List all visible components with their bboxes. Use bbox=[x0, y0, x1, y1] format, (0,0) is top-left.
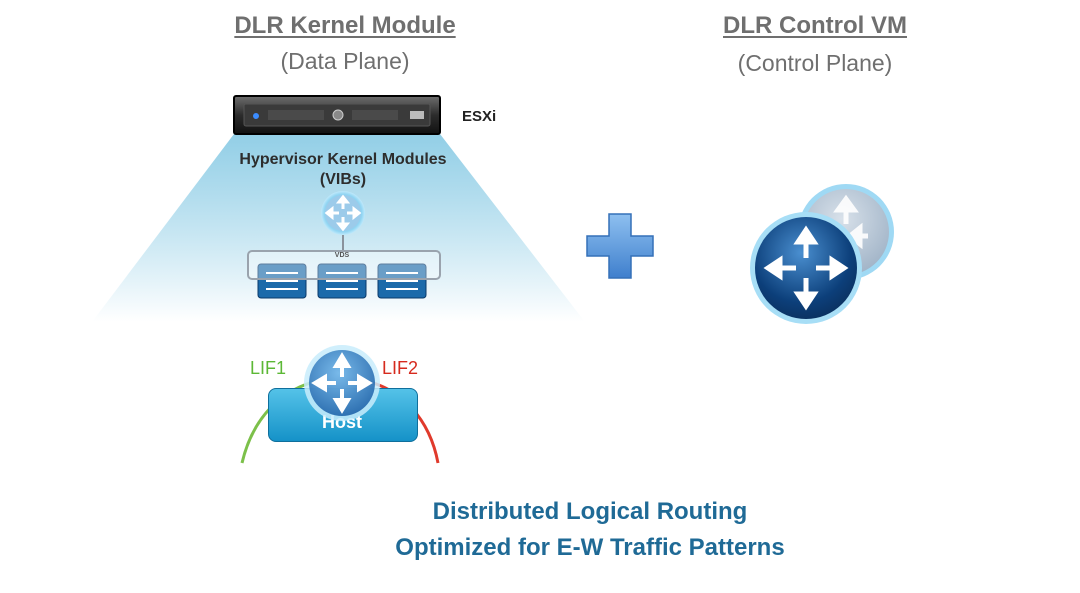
host-router-icon bbox=[304, 345, 380, 421]
server-icon bbox=[233, 95, 441, 135]
control-vm-title: DLR Control VM bbox=[723, 12, 907, 39]
kernel-router-icon bbox=[321, 191, 365, 235]
control-plane-subtitle: (Control Plane) bbox=[737, 50, 893, 76]
footer-line-2: Optimized for E-W Traffic Patterns bbox=[395, 534, 785, 561]
switch-icon-1 bbox=[257, 263, 307, 299]
vds-label: VDS bbox=[334, 252, 350, 259]
switch-icon-2 bbox=[317, 263, 367, 299]
kernel-module-title: DLR Kernel Module bbox=[234, 12, 456, 39]
footer-line-1: Distributed Logical Routing bbox=[432, 498, 748, 525]
esxi-label: ESXi bbox=[462, 108, 497, 125]
lif1-label: LIF1 bbox=[250, 358, 287, 378]
router-icon-front bbox=[750, 212, 862, 324]
switch-icon-3 bbox=[377, 263, 427, 299]
data-plane-subtitle: (Data Plane) bbox=[280, 48, 410, 74]
kernel-modules-label: Hypervisor Kernel Modules (VIBs) bbox=[239, 151, 447, 188]
vds-box bbox=[247, 250, 441, 280]
lif2-label: LIF2 bbox=[382, 358, 419, 378]
plus-icon bbox=[586, 213, 654, 279]
